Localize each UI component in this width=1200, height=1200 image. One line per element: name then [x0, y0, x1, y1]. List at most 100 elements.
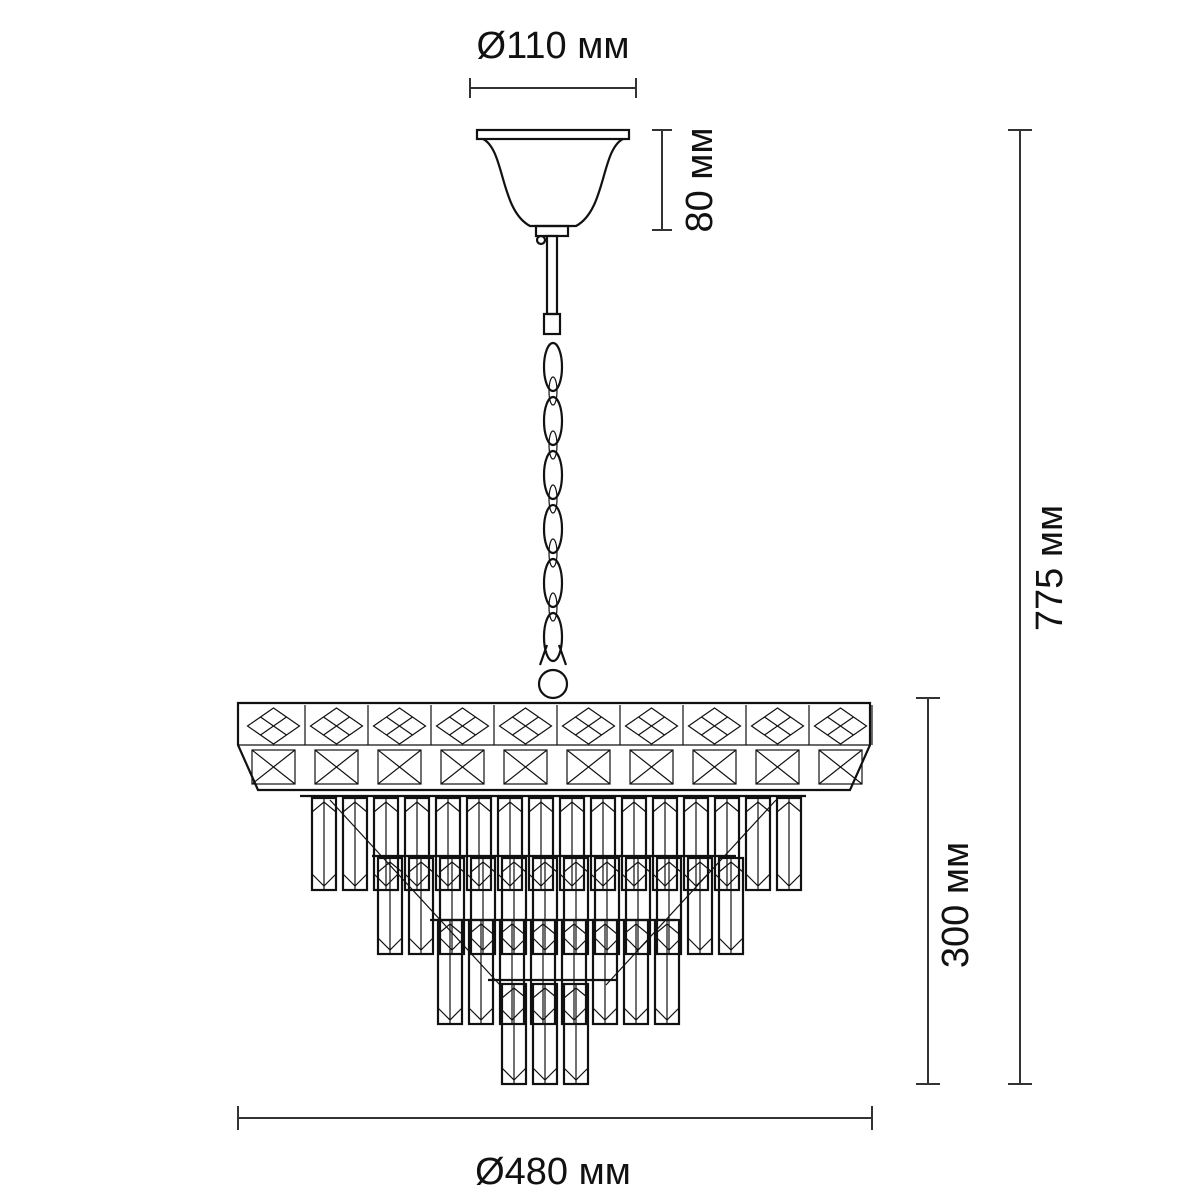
crystal-prism-cap: [654, 923, 680, 935]
crystal-prisms: [310, 796, 803, 1086]
crystal-prism: [310, 796, 338, 892]
crystal-prism-tip: [468, 1007, 494, 1021]
crystal-prism: [653, 918, 681, 1026]
crystal-prism: [620, 796, 648, 892]
crystal-prism: [622, 918, 650, 1026]
crown-tile: [561, 707, 616, 745]
crystal-prism-tip: [408, 937, 434, 951]
crystal-prism-tip: [656, 937, 682, 951]
crystal-prism: [744, 796, 772, 892]
chain-link: [548, 538, 558, 568]
crown-tile: [386, 716, 413, 736]
crystal-prism-cap: [652, 801, 678, 813]
crown-tile: [440, 749, 485, 785]
crystal-prism-cap: [497, 801, 523, 813]
crown-tile: [566, 749, 611, 785]
crystal-prism: [434, 796, 462, 892]
crystal-prism-cap: [687, 861, 713, 873]
dimension-canopy-height: 80 мм: [652, 127, 721, 233]
crystal-prism-tip: [499, 1007, 525, 1021]
crystal-prism-cap: [714, 801, 740, 813]
crystal-prism: [438, 856, 466, 956]
chain-link: [542, 395, 564, 447]
crown-tile: [827, 716, 854, 736]
crystal-prism: [498, 918, 526, 1026]
crystal-prism: [500, 856, 528, 956]
crystal-prism: [341, 796, 369, 892]
crystal-prism-cap: [408, 861, 434, 873]
crown-tile: [701, 716, 728, 736]
crystal-prism: [531, 856, 559, 956]
crystal-prism-tip: [623, 1007, 649, 1021]
crown-tile: [624, 707, 679, 745]
canopy-diameter-label: Ø110 мм: [477, 25, 630, 67]
crystal-prism: [775, 796, 803, 892]
crystal-prism-cap: [594, 861, 620, 873]
crystal-prism: [467, 918, 495, 1026]
crown-tile: [498, 707, 553, 745]
crown-tile: [566, 749, 611, 785]
crown-tile: [629, 749, 674, 785]
crown-tile: [512, 716, 539, 736]
crystal-prism-tip: [377, 937, 403, 951]
crystal-prism: [682, 796, 710, 892]
chain-link: [542, 611, 564, 663]
crystal-prism: [562, 856, 590, 956]
crystal-prism: [713, 796, 741, 892]
crystal-prism-cap: [592, 923, 618, 935]
crystal-prism: [469, 856, 497, 956]
chain-link: [548, 430, 558, 460]
crystal-prism-tip: [501, 937, 527, 951]
dimension-body-height: 300 мм: [916, 697, 977, 1085]
crown-tile: [435, 707, 490, 745]
chain-link: [548, 592, 558, 622]
suspension-rod: [542, 234, 562, 336]
crystal-prism: [593, 856, 621, 956]
chain-link: [542, 557, 564, 609]
crystal-prism: [624, 856, 652, 956]
crystal-prism: [436, 918, 464, 1026]
crown-tile: [246, 707, 301, 745]
crown-tile: [755, 749, 800, 785]
crystal-prism-tip: [311, 873, 337, 887]
crystal-prism-tip: [342, 873, 368, 887]
crystal-prism-cap: [532, 987, 558, 999]
crystal-prism-cap: [439, 861, 465, 873]
crystal-prism-tip: [439, 937, 465, 951]
crown-tile: [687, 707, 742, 745]
crystal-prism-cap: [530, 923, 556, 935]
crown-tile: [692, 749, 737, 785]
crown-tile: [314, 749, 359, 785]
crystal-prism-cap: [561, 923, 587, 935]
crown-tile: [692, 749, 737, 785]
crystal-prism-tip: [501, 1067, 527, 1081]
crystal-prism: [500, 982, 528, 1086]
hook-ring: [537, 644, 569, 700]
crown-tile: [309, 707, 364, 745]
chain-link: [548, 484, 558, 514]
canopy-height-label: 80 мм: [679, 127, 721, 232]
frame-strut: [605, 799, 777, 986]
crystal-prism-cap: [625, 861, 651, 873]
crystal-prism-tip: [437, 1007, 463, 1021]
crystal-prism: [560, 918, 588, 1026]
crystal-prism-cap: [590, 801, 616, 813]
crystal-prism-cap: [373, 801, 399, 813]
crystal-prism-cap: [501, 987, 527, 999]
crown-tile: [503, 749, 548, 785]
ceiling-canopy: [475, 128, 631, 246]
crystal-prism-cap: [501, 861, 527, 873]
crystal-prism-cap: [470, 861, 496, 873]
crown-tile: [377, 749, 422, 785]
dimension-body-diameter: Ø480 мм: [237, 1106, 873, 1193]
dimension-canopy-diameter: Ø110 мм: [469, 25, 637, 98]
crystal-prism: [376, 856, 404, 956]
crystal-prism-cap: [559, 801, 585, 813]
crystal-prism-tip: [563, 1067, 589, 1081]
crystal-prism: [686, 856, 714, 956]
crystal-prism: [589, 796, 617, 892]
crown-tile: [251, 749, 296, 785]
crown-tile: [503, 749, 548, 785]
crystal-prism-cap: [528, 801, 554, 813]
